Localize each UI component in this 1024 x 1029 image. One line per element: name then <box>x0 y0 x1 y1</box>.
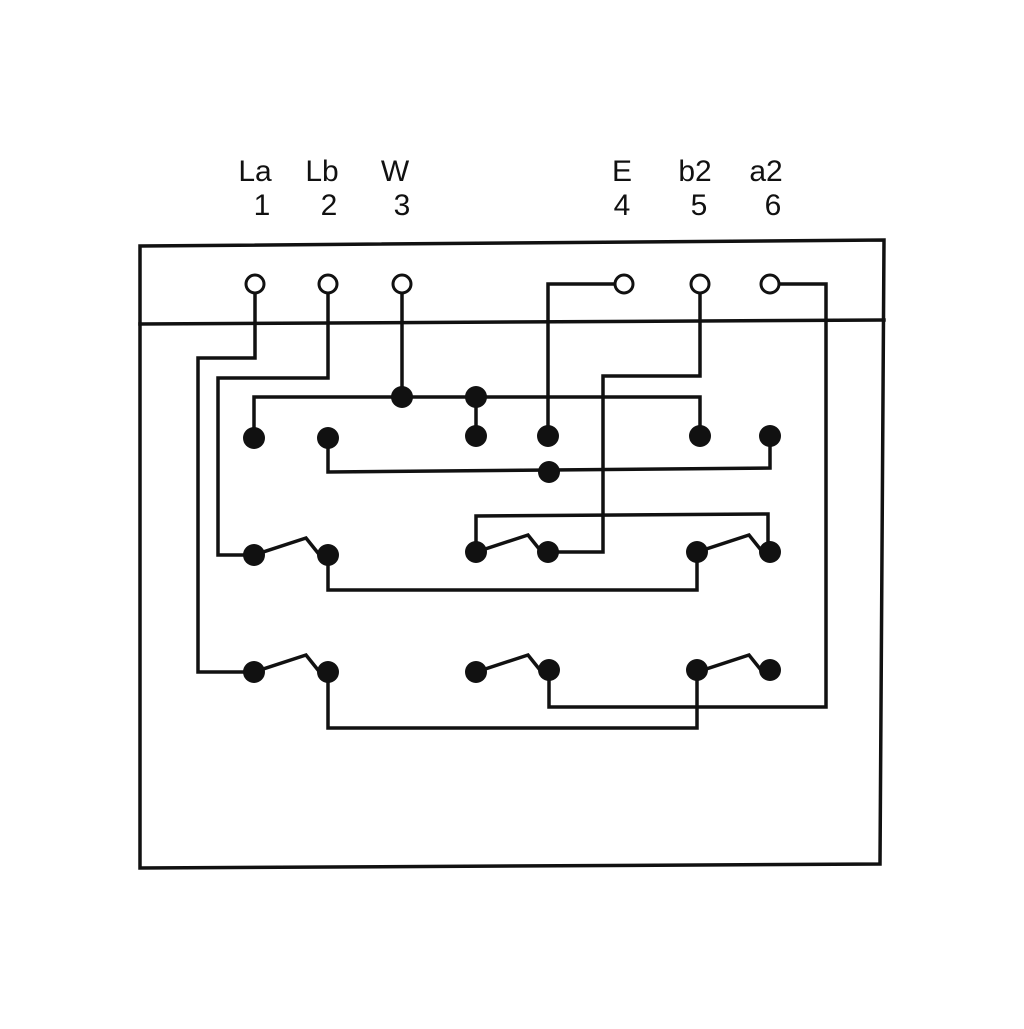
wire-a2 <box>547 282 828 709</box>
contact-node <box>465 541 487 563</box>
contact-node <box>317 427 339 449</box>
switch-blade <box>473 652 543 675</box>
contact-node <box>243 544 265 566</box>
wire-e <box>546 282 626 438</box>
terminal-4-connector <box>613 273 635 295</box>
terminal-name: a2 <box>749 155 783 188</box>
switch-blade <box>694 532 764 555</box>
terminal-number: 3 <box>393 189 411 222</box>
wire-row3-return <box>326 550 699 592</box>
switch-blade <box>251 535 321 558</box>
contact-node <box>243 661 265 683</box>
contact-node <box>759 425 781 447</box>
contact-node <box>689 425 711 447</box>
wire-row4-return <box>326 670 699 730</box>
terminal-name: Lb <box>305 155 339 188</box>
terminal-label-4: E 4 <box>592 155 652 223</box>
contact-node <box>243 427 265 449</box>
terminal-label-2: Lb 2 <box>292 155 352 223</box>
terminal-5-connector <box>689 273 711 295</box>
terminal-number: 5 <box>690 189 708 222</box>
contact-node <box>537 425 559 447</box>
contact-node <box>686 659 708 681</box>
contact-node <box>759 541 781 563</box>
terminal-strip-divider <box>138 318 886 326</box>
terminal-label-5: b2 5 <box>665 155 725 223</box>
terminal-name: b2 <box>678 155 712 188</box>
contact-node <box>537 541 559 563</box>
housing-outline <box>138 238 886 870</box>
wire-bridge-upper <box>474 512 770 554</box>
terminal-1-connector <box>244 273 266 295</box>
wire-b2 <box>546 282 702 554</box>
contact-node <box>465 425 487 447</box>
terminal-number: 6 <box>764 189 782 222</box>
junction-node <box>391 386 413 408</box>
junction-node <box>465 386 487 408</box>
switch-blade <box>694 652 764 675</box>
contact-node <box>538 659 560 681</box>
contact-node <box>686 541 708 563</box>
terminal-number: 1 <box>253 189 271 222</box>
terminal-label-1: La 1 <box>225 155 285 223</box>
terminal-name: La <box>238 155 272 188</box>
switch-blade <box>473 532 543 555</box>
switch-blade <box>251 652 321 675</box>
contact-node <box>317 544 339 566</box>
junction-node <box>538 461 560 483</box>
wire-la <box>196 282 257 674</box>
contact-node <box>317 661 339 683</box>
wire-lb <box>216 282 330 557</box>
contact-node <box>465 661 487 683</box>
terminal-3-connector <box>391 273 413 295</box>
terminal-number: 4 <box>613 189 631 222</box>
terminal-name: W <box>380 155 410 188</box>
terminal-name: E <box>611 155 632 188</box>
contact-node <box>759 659 781 681</box>
terminal-label-3: W 3 <box>365 155 425 223</box>
terminal-label-6: a2 6 <box>736 155 796 223</box>
terminal-number: 2 <box>320 189 338 222</box>
terminal-2-connector <box>317 273 339 295</box>
terminal-6-connector <box>759 273 781 295</box>
